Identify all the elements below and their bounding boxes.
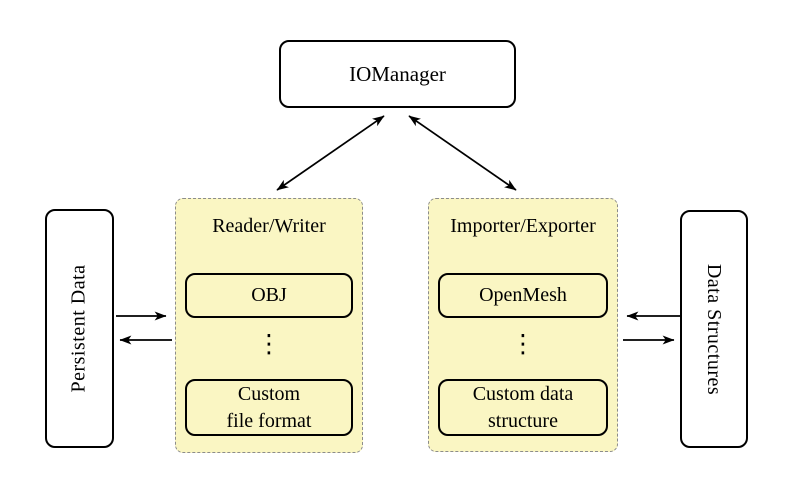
node-custom-data-structure-line2: structure [488, 409, 558, 432]
node-custom-file-format-line1: Custom [237, 383, 301, 406]
node-iomanager-label: IOManager [349, 61, 446, 86]
ellipsis-reader-writer: ⋮ [256, 329, 282, 358]
node-custom-data-structure: Custom data structure [438, 379, 608, 436]
arrow-iomanager-readerwriter [276, 115, 385, 191]
group-importer-exporter: Importer/Exporter OpenMesh ⋮ Custom data… [428, 198, 618, 452]
node-data-structures: Data Structures [680, 210, 748, 448]
node-openmesh-label: OpenMesh [479, 284, 567, 307]
ellipsis-importer-exporter: ⋮ [510, 329, 536, 358]
node-custom-file-format-line2: file format [226, 409, 312, 432]
node-persistent-data: Persistent Data [45, 209, 114, 448]
node-data-structures-label: Data Structures [703, 263, 726, 395]
group-reader-writer: Reader/Writer OBJ ⋮ Custom file format [175, 198, 363, 453]
node-persistent-data-label: Persistent Data [68, 264, 90, 393]
node-custom-file-format: Custom file format [185, 379, 353, 436]
group-reader-writer-title: Reader/Writer [212, 215, 326, 237]
arrow-iomanager-importerexporter [408, 115, 517, 191]
node-obj-label: OBJ [251, 284, 287, 307]
group-importer-exporter-title: Importer/Exporter [450, 215, 596, 237]
node-custom-data-structure-line1: Custom data [472, 383, 574, 406]
node-openmesh: OpenMesh [438, 273, 608, 318]
node-obj: OBJ [185, 273, 353, 318]
node-iomanager: IOManager [279, 40, 516, 108]
